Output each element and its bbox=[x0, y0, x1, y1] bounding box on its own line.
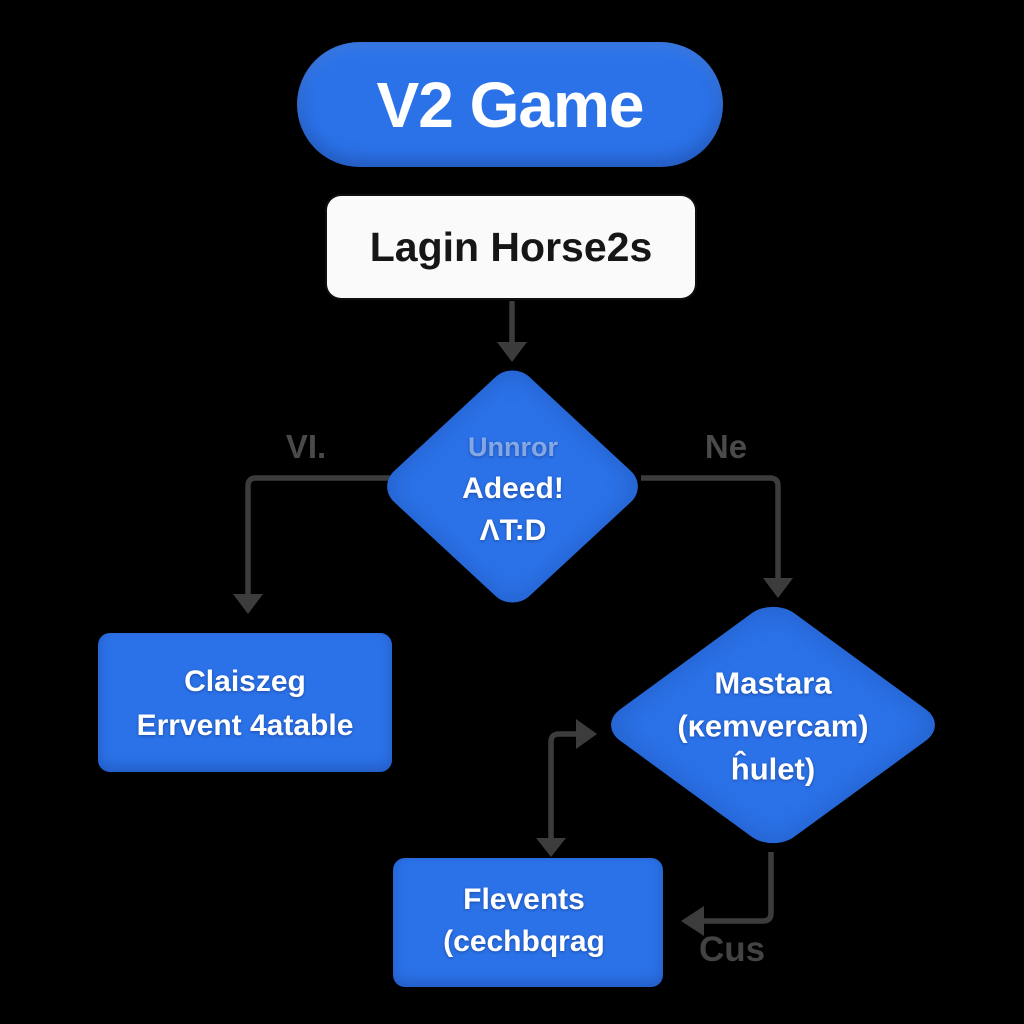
decision-2-line-2: (ĸemvercam) bbox=[677, 708, 869, 744]
process-left-line-2: Errvent 4atable bbox=[136, 709, 354, 742]
node-process-left-text: Claiszeg Errvent 4atable bbox=[137, 660, 354, 748]
node-process-bottom-text: Flevents (cechbqrag bbox=[443, 879, 605, 963]
arrowhead-down-icon bbox=[763, 578, 793, 598]
decision-2-line-1: Mastara bbox=[714, 665, 832, 701]
edge-label-right-branch: Ne bbox=[704, 428, 748, 465]
decision-1-line-3: ΛT:D bbox=[479, 514, 547, 547]
edge-decision1-to-left-process bbox=[233, 475, 390, 614]
arrowhead-down-icon bbox=[536, 838, 566, 857]
edge-decision2-process-bottom-double bbox=[536, 719, 597, 857]
node-decision-2-text: Mastara (ĸemvercam) ĥulet) bbox=[677, 662, 868, 791]
title-pill-label: V2 Game bbox=[376, 68, 645, 141]
edge-label-left-branch: VI. bbox=[285, 428, 327, 465]
start-box-label: Lagin Horse2s bbox=[369, 223, 653, 270]
node-title-pill: V2 Game bbox=[297, 42, 723, 167]
process-bottom-line-1: Flevents bbox=[463, 883, 585, 916]
decision-2-line-3: ĥulet) bbox=[730, 751, 816, 787]
edge-start-to-decision1 bbox=[497, 301, 527, 362]
process-left-line-1: Claiszeg bbox=[184, 665, 306, 698]
edge-decision1-to-decision2 bbox=[641, 475, 793, 598]
node-process-left-shape bbox=[98, 633, 392, 772]
arrowhead-right-icon bbox=[576, 719, 597, 749]
decision-1-line-1: Unnror bbox=[468, 432, 558, 462]
process-bottom-line-2: (cechbqrag bbox=[443, 925, 605, 958]
arrowhead-down-icon bbox=[233, 594, 263, 614]
edge-label-bottom-right: Cus bbox=[698, 930, 766, 969]
node-decision-1-text: Unnror Adeed! ΛT:D bbox=[462, 426, 564, 552]
node-process-bottom-shape bbox=[393, 858, 663, 987]
edge-decision2-to-bottom-left bbox=[681, 852, 774, 936]
decision-1-line-2: Adeed! bbox=[462, 472, 564, 505]
node-start-box: Lagin Horse2s bbox=[327, 196, 695, 298]
arrowhead-down-icon bbox=[497, 342, 527, 362]
